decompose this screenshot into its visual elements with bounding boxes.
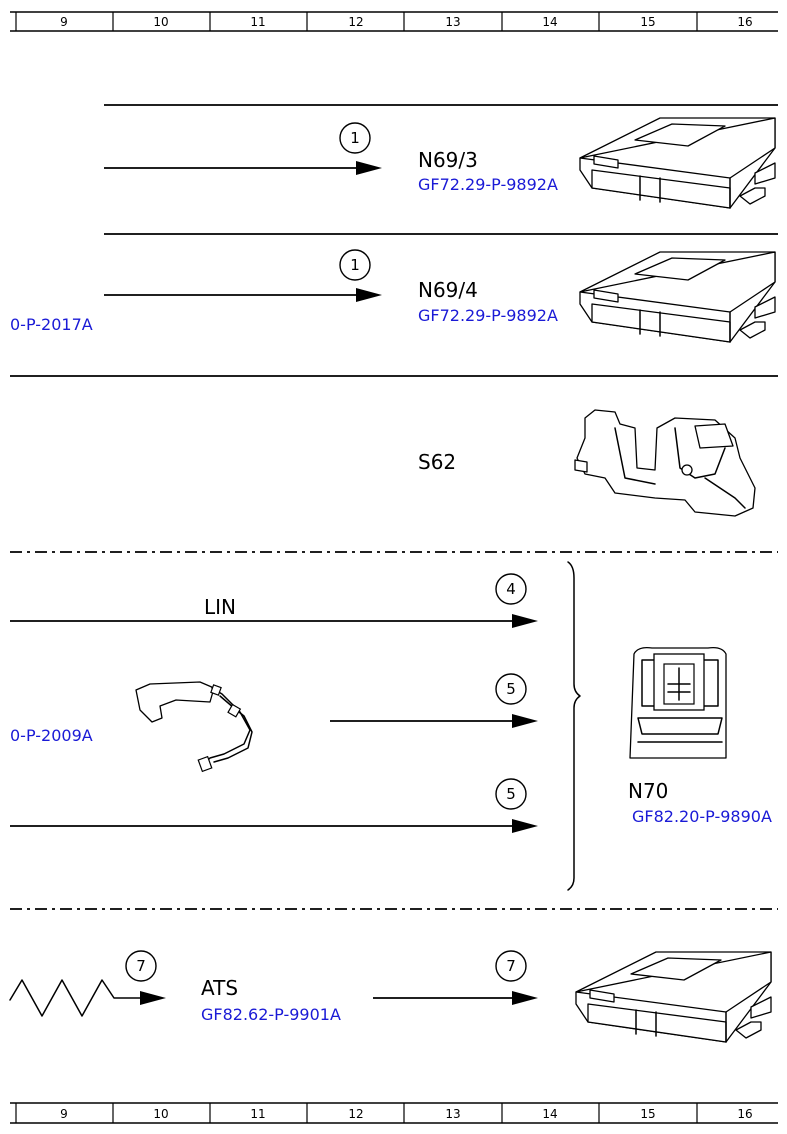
connector-number: 7 — [506, 957, 516, 975]
antenna-zigzag — [9, 979, 146, 1017]
arrowhead — [512, 614, 538, 628]
control-unit-icon — [579, 251, 776, 343]
ruler-bottom-12: 12 — [348, 1107, 363, 1121]
ats-label: ATS — [201, 976, 238, 1000]
ruler-bottom-11: 11 — [250, 1107, 265, 1121]
ruler-bottom-15: 15 — [640, 1107, 655, 1121]
n69-4-section: 1 0-P-2017A N69/4 GF72.29-P-9892A — [10, 249, 776, 343]
connector-number: 1 — [350, 256, 360, 274]
n69-4-label: N69/4 — [418, 278, 478, 302]
ruler-bottom-13: 13 — [445, 1107, 460, 1121]
connector-number: 4 — [506, 580, 516, 598]
n69-4-left-ref-link[interactable]: 0-P-2017A — [10, 315, 93, 334]
ruler-top-13: 13 — [445, 15, 460, 29]
latch-switch-icon — [574, 409, 756, 517]
control-unit-icon — [575, 951, 772, 1043]
arrowhead — [512, 991, 538, 1005]
arrowhead — [356, 161, 382, 175]
arrowhead — [140, 991, 166, 1005]
control-unit-icon — [579, 117, 776, 209]
n69-3-label: N69/3 — [418, 148, 478, 172]
connector-number: 7 — [136, 957, 146, 975]
lin-label: LIN — [204, 595, 236, 619]
overhead-control-panel-icon — [629, 646, 727, 759]
connector-circle — [339, 249, 371, 281]
ruler-top-16: 16 — [737, 15, 752, 29]
connector-circle — [495, 673, 527, 705]
ruler-bottom-10: 10 — [153, 1107, 168, 1121]
ruler-bottom-14: 14 — [542, 1107, 557, 1121]
cable-harness-icon — [135, 681, 253, 773]
ruler-top-11: 11 — [250, 15, 265, 29]
arrowhead — [356, 288, 382, 302]
ruler-top-10: 10 — [153, 15, 168, 29]
ruler-top-9: 9 — [60, 15, 68, 29]
n70-label: N70 — [628, 779, 668, 803]
n70-left-ref-link[interactable]: 0-P-2009A — [10, 726, 93, 745]
connector-number: 5 — [506, 680, 516, 698]
connector-circle — [339, 122, 371, 154]
connector-circle — [495, 573, 527, 605]
s62-label: S62 — [418, 450, 456, 474]
ruler-top-14: 14 — [542, 15, 557, 29]
ats-section: 7 ATS GF82.62-P-9901A 7 — [9, 950, 772, 1043]
group-brace — [567, 561, 581, 891]
ruler-bottom-16: 16 — [737, 1107, 752, 1121]
n70-section: LIN 4 5 5 0-P-2009A — [10, 561, 772, 891]
connector-circle — [125, 950, 157, 982]
connector-number: 5 — [506, 785, 516, 803]
connector-number: 1 — [350, 129, 360, 147]
connector-circle — [495, 950, 527, 982]
bottom-ruler: 9 10 11 12 13 14 15 16 — [10, 1102, 778, 1124]
n69-4-ref-link[interactable]: GF72.29-P-9892A — [418, 306, 558, 325]
arrowhead — [512, 714, 538, 728]
ruler-top-12: 12 — [348, 15, 363, 29]
s62-section: S62 — [418, 409, 756, 517]
connector-circle — [495, 778, 527, 810]
ruler-bottom-9: 9 — [60, 1107, 68, 1121]
ruler-top-15: 15 — [640, 15, 655, 29]
n70-ref-link[interactable]: GF82.20-P-9890A — [632, 807, 772, 826]
arrowhead — [512, 819, 538, 833]
n69-3-section: 1 N69/3 GF72.29-P-9892A — [104, 117, 776, 209]
n69-3-ref-link[interactable]: GF72.29-P-9892A — [418, 175, 558, 194]
ats-ref-link[interactable]: GF82.62-P-9901A — [201, 1005, 341, 1024]
top-ruler: 9 10 11 12 13 14 15 16 — [10, 11, 778, 32]
